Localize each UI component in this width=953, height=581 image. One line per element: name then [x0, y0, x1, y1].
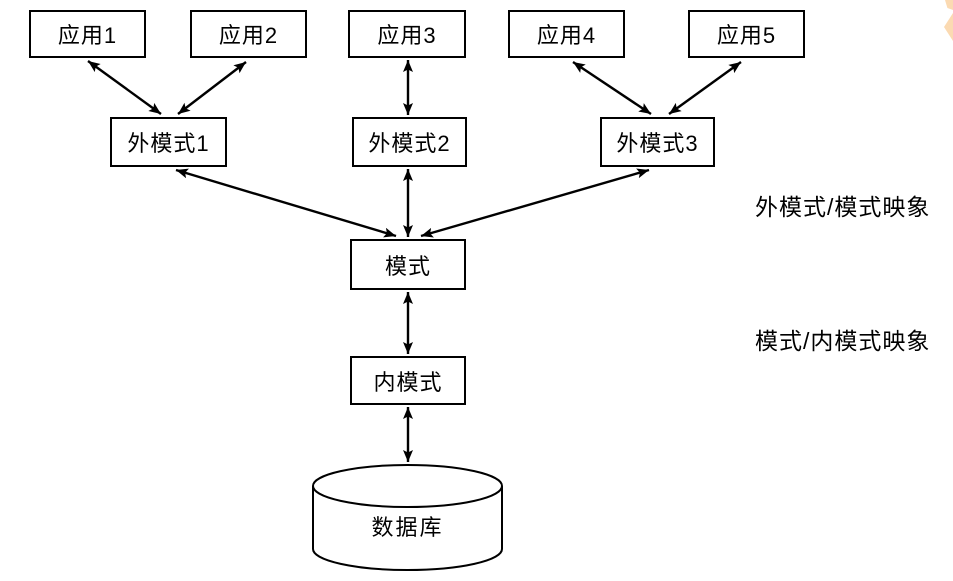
arrow-ext1-schema — [175, 168, 397, 238]
external-schema-box-1-label: 外模式1 — [127, 131, 210, 156]
mapping-label-internal-schema: 模式/内模式映象 — [755, 328, 931, 354]
external-schema-box-2-label: 外模式2 — [368, 131, 451, 156]
schema-box-label: 模式 — [384, 253, 431, 279]
internal-schema-box-label: 内模式 — [373, 369, 443, 395]
corner-decoration-top — [945, 0, 953, 10]
app-box-1: 应用1 — [29, 10, 146, 58]
internal-schema-box: 内模式 — [350, 356, 466, 405]
app-box-3: 应用3 — [348, 10, 466, 58]
corner-decoration-chevron — [944, 13, 953, 41]
app-box-1-label: 应用1 — [57, 23, 118, 48]
external-schema-box-1: 外模式1 — [110, 117, 227, 167]
mapping-label-external-schema: 外模式/模式映象 — [755, 194, 931, 220]
external-schema-box-2: 外模式2 — [352, 117, 467, 167]
database-label: 数据库 — [371, 515, 444, 540]
external-schema-box-3: 外模式3 — [600, 117, 715, 167]
database-cylinder — [312, 464, 503, 571]
app-box-5-label: 应用5 — [716, 23, 777, 48]
app-box-2: 应用2 — [190, 10, 307, 58]
arrow-app4-ext3 — [572, 61, 652, 115]
arrow-app1-ext1 — [87, 60, 162, 115]
external-schema-box-3-label: 外模式3 — [616, 131, 699, 156]
schema-box: 模式 — [350, 239, 466, 290]
arrow-ext3-schema — [420, 168, 650, 238]
app-box-4: 应用4 — [508, 10, 625, 58]
app-box-3-label: 应用3 — [377, 23, 437, 48]
arrow-app5-ext3 — [668, 61, 742, 115]
app-box-2-label: 应用2 — [218, 23, 279, 48]
arrow-app2-ext1 — [177, 61, 247, 115]
app-box-5: 应用5 — [688, 10, 805, 58]
app-box-4-label: 应用4 — [536, 23, 597, 48]
